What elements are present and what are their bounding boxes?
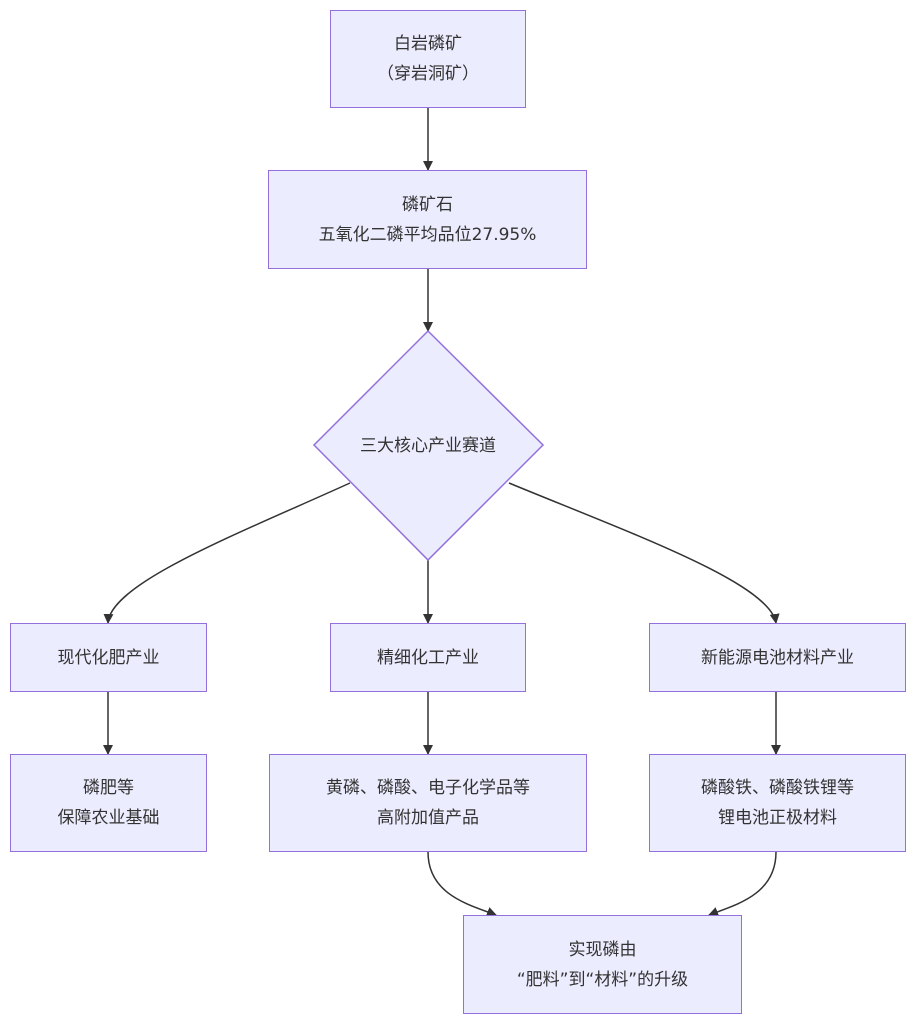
node-battery-materials-industry: 新能源电池材料产业 [649, 623, 906, 692]
edge-decision-to-battery [508, 482, 780, 624]
node-fine-chemical-industry-label: 精细化工产业 [377, 647, 479, 668]
node-fine-chemical-product-line2: 高附加值产品 [377, 808, 479, 828]
node-phosphate-ore-line2: 五氧化二磷平均品位27.95% [318, 224, 537, 245]
node-fine-chemical-product: 黄磷、磷酸、电子化学品等 高附加值产品 [269, 754, 587, 852]
decision-diamond [312, 329, 545, 562]
node-fertilizer-product-line1: 磷肥等 [83, 778, 134, 798]
node-fine-chemical-industry: 精细化工产业 [330, 623, 526, 692]
node-source-mine-line2: （穿岩洞矿） [377, 64, 479, 84]
edge-battery-product-to-outcome [708, 851, 777, 917]
node-outcome: 实现磷由 “肥料”到“材料”的升级 [463, 915, 742, 1014]
node-phosphate-ore: 磷矿石 五氧化二磷平均品位27.95% [268, 170, 587, 269]
node-fertilizer-industry-label: 现代化肥产业 [57, 647, 160, 668]
node-fine-chemical-product-line1: 黄磷、磷酸、电子化学品等 [326, 778, 530, 798]
node-fertilizer-product-line2: 保障农业基础 [57, 808, 160, 828]
node-phosphate-ore-line1: 磷矿石 [402, 194, 453, 215]
node-source-mine: 白岩磷矿 （穿岩洞矿） [330, 10, 526, 108]
node-source-mine-line1: 白岩磷矿 [394, 34, 462, 54]
node-battery-materials-industry-label: 新能源电池材料产业 [701, 647, 854, 668]
node-fertilizer-product: 磷肥等 保障农业基础 [10, 754, 207, 852]
edge-fine-chem-product-to-outcome [427, 851, 497, 917]
node-outcome-line1: 实现磷由 [568, 939, 637, 960]
decision-label: 三大核心产业赛道 [360, 436, 496, 456]
node-outcome-line2: “肥料”到“材料”的升级 [516, 969, 689, 990]
node-battery-product: 磷酸铁、磷酸铁锂等 锂电池正极材料 [649, 754, 906, 852]
node-battery-product-line1: 磷酸铁、磷酸铁锂等 [701, 778, 854, 798]
edge-decision-to-fertilizer [103, 482, 351, 624]
node-fertilizer-industry: 现代化肥产业 [10, 623, 207, 692]
node-battery-product-line2: 锂电池正极材料 [718, 808, 837, 828]
